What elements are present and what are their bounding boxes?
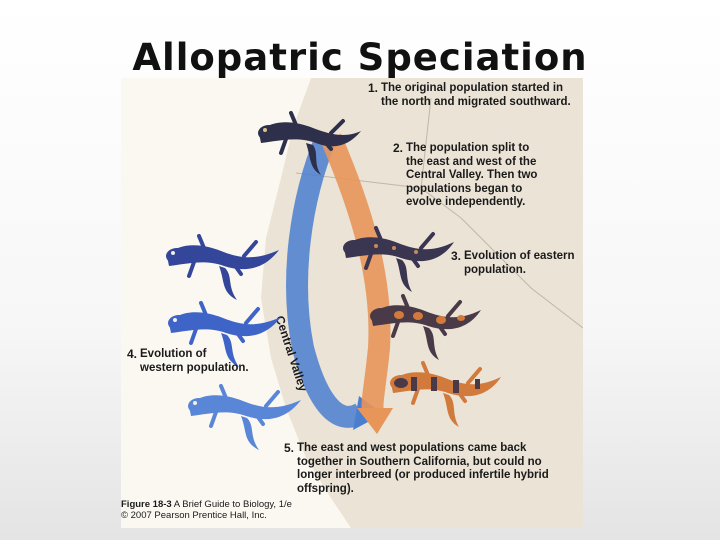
step-5-text: The east and west populations came back …: [297, 442, 549, 495]
slide-title: Allopatric Speciation: [0, 36, 720, 79]
step-2-text: The population split to the east and wes…: [406, 142, 537, 208]
step-2-number: 2.: [393, 142, 403, 156]
step-4-number: 4.: [127, 348, 137, 362]
step-5: 5. The east and west populations came ba…: [297, 442, 567, 496]
caption-book-title: A Brief Guide to Biology, 1/e: [172, 499, 292, 510]
step-3: 3. Evolution of eastern population.: [464, 250, 582, 277]
step-1-number: 1.: [368, 82, 378, 96]
caption-figure-number: Figure 18-3: [121, 499, 172, 510]
salamander-east-3: [383, 353, 508, 433]
step-3-text: Evolution of eastern population.: [464, 250, 575, 276]
step-4-text: Evolution of western population.: [140, 348, 249, 374]
salamander-original: [251, 103, 371, 183]
step-1-text: The original population started in the n…: [381, 82, 571, 108]
figure-caption: Figure 18-3 A Brief Guide to Biology, 1/…: [121, 499, 292, 521]
step-5-number: 5.: [284, 442, 294, 456]
caption-copyright: © 2007 Pearson Prentice Hall, Inc.: [121, 510, 292, 521]
step-2: 2. The population split to the east and …: [406, 142, 546, 210]
speciation-figure: Central Valley: [121, 78, 583, 528]
step-3-number: 3.: [451, 250, 461, 264]
step-1: 1. The original population started in th…: [381, 82, 581, 109]
step-4: 4. Evolution of western population.: [140, 348, 250, 375]
